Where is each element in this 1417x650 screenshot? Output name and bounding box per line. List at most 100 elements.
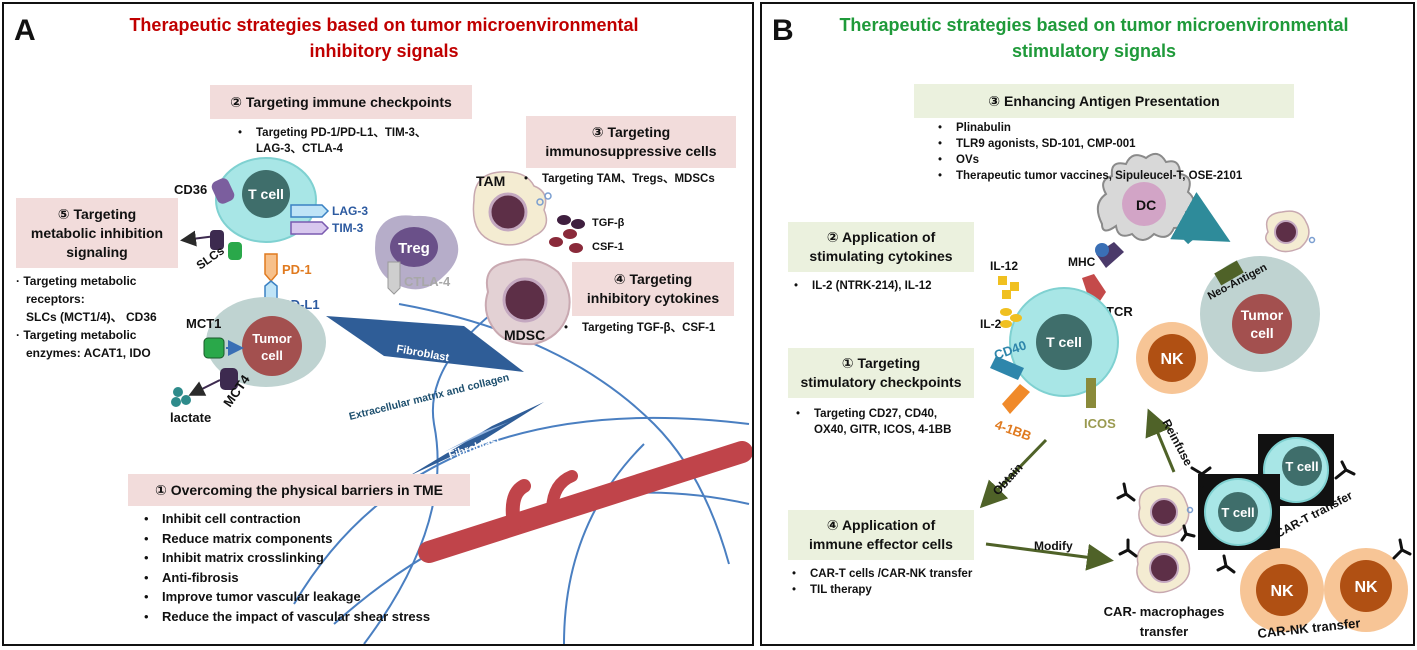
il12-label: IL-12 bbox=[990, 259, 1018, 273]
strategy-a2-list: Targeting PD-1/PD-L1、TIM-3、 LAG-3、CTLA-4 bbox=[234, 125, 426, 157]
strategy-a5-line: receptors: bbox=[26, 292, 85, 306]
strategy-b4-heading-line1: ④ Application of bbox=[826, 517, 936, 533]
strategy-b3-heading: ③ Enhancing Antigen Presentation bbox=[914, 84, 1294, 118]
strategy-b2-heading: ② Application of stimulating cytokines bbox=[788, 222, 974, 272]
strategy-b2-item: IL-2 (NTRK-214), IL-12 bbox=[790, 278, 932, 294]
panel-b-title-line2: stimulatory signals bbox=[1011, 41, 1177, 61]
il12-cytokines: IL-12 bbox=[990, 259, 1019, 299]
mdsc-cell: MDSC bbox=[484, 258, 571, 346]
strategy-a3-item: Targeting TAM、Tregs、MDSCs bbox=[520, 171, 715, 187]
modify-arrow bbox=[985, 542, 1114, 571]
strategy-a5-text: · Targeting metabolic receptors: SLCs (M… bbox=[16, 272, 157, 362]
reinfuse-arrow bbox=[1145, 408, 1176, 473]
mhc-tcr-complex: MHC TCR bbox=[1068, 242, 1133, 319]
mct1-label: MCT1 bbox=[186, 316, 221, 331]
tumor-label: Tumor bbox=[252, 331, 291, 346]
strategy-a5-heading-line3: signaling bbox=[66, 243, 128, 260]
strategy-b1-item: OX40, GITR, ICOS, 4-1BB bbox=[814, 424, 952, 436]
ecm-label: Extracellular matrix and collagen bbox=[348, 371, 511, 422]
slcs-transporter: SLCs bbox=[180, 230, 242, 272]
strategy-a2-heading: ② Targeting immune checkpoints bbox=[210, 85, 472, 119]
strategy-b1-heading-line1: ① Targeting bbox=[841, 355, 921, 371]
car-nk-label-2: NK bbox=[1354, 579, 1378, 596]
panel-b-title-line1: Therapeutic strategies based on tumor mi… bbox=[839, 15, 1349, 35]
car-macrophages: CAR- macrophages transfer bbox=[1104, 482, 1225, 639]
strategy-b3-list: Plinabulin TLR9 agonists, SD-101, CMP-00… bbox=[934, 120, 1242, 184]
car-t-cell-label-2: T cell bbox=[1221, 505, 1254, 520]
modify-label: Modify bbox=[1034, 539, 1073, 553]
lag3-receptor: LAG-3 bbox=[290, 204, 368, 218]
tcr-label: TCR bbox=[1106, 304, 1133, 319]
il2-label: IL-2 bbox=[980, 317, 1002, 331]
lactate-label: lactate bbox=[170, 410, 211, 425]
tim3-receptor: TIM-3 bbox=[290, 221, 364, 235]
reinfuse-label: Reinfuse bbox=[1159, 417, 1195, 469]
icos-label: ICOS bbox=[1084, 416, 1116, 431]
dc-label: DC bbox=[1136, 197, 1156, 213]
tgfb-label: TGF-β bbox=[592, 217, 625, 229]
strategy-b2-list: IL-2 (NTRK-214), IL-12 bbox=[790, 278, 932, 294]
strategy-b1-item: Targeting CD27, CD40, bbox=[792, 406, 951, 422]
strategy-b4-heading-line2: immune effector cells bbox=[809, 536, 953, 552]
ctla4-label: CTLA-4 bbox=[404, 274, 451, 289]
strategy-a5-line-text: Targeting metabolic bbox=[23, 274, 137, 288]
t-cell-a: T cell bbox=[215, 157, 317, 243]
strategy-b2-heading-line1: ② Application of bbox=[826, 229, 936, 245]
strategy-a3-heading: ③ Targeting immunosuppressive cells bbox=[526, 116, 736, 168]
t-cell-label: T cell bbox=[248, 186, 284, 202]
car-t-cell-label-1: T cell bbox=[1285, 459, 1318, 474]
tim3-label: TIM-3 bbox=[332, 221, 364, 235]
strategy-a2-item: Targeting PD-1/PD-L1、TIM-3、 bbox=[234, 125, 426, 141]
strategy-a1-item: Inhibit matrix crosslinking bbox=[140, 548, 430, 568]
dc-tumor-arrow bbox=[1170, 192, 1231, 245]
nk-label: NK bbox=[1160, 351, 1184, 368]
strategy-b3-item: Plinabulin bbox=[934, 120, 1242, 136]
strategy-b3-item: TLR9 agonists, SD-101, CMP-001 bbox=[934, 136, 1242, 152]
fibroblast-2: Fibroblast bbox=[409, 402, 544, 476]
csf1-label: CSF-1 bbox=[592, 241, 624, 253]
strategy-a1-heading: ① Overcoming the physical barriers in TM… bbox=[128, 474, 470, 506]
icos-receptor: ICOS bbox=[1084, 378, 1116, 431]
strategy-a4-heading-line2: inhibitory cytokines bbox=[586, 290, 720, 306]
strategy-a3-list: Targeting TAM、Tregs、MDSCs bbox=[520, 171, 715, 187]
strategy-b4-item: CAR-T cells /CAR-NK transfer bbox=[788, 566, 972, 582]
strategy-b1-heading: ① Targeting stimulatory checkpoints bbox=[788, 348, 974, 398]
cytokine-dots: TGF-β CSF-1 bbox=[549, 215, 625, 253]
blood-vessel bbox=[418, 441, 752, 563]
obtain-label: Obtain bbox=[990, 460, 1026, 498]
strategy-a1-item: Anti-fibrosis bbox=[140, 568, 430, 588]
strategy-a2-item: LAG-3、CTLA-4 bbox=[256, 143, 343, 155]
t-cell-b: T cell bbox=[1009, 287, 1119, 397]
tumor-b-label: Tumor bbox=[1241, 307, 1284, 323]
car-nk-label-1: NK bbox=[1270, 583, 1294, 600]
tam-label: TAM bbox=[476, 173, 505, 189]
strategy-a5-heading-line2: metabolic inhibition bbox=[30, 224, 164, 241]
panel-a-title-line2: inhibitory signals bbox=[309, 41, 459, 61]
strategy-b3-item: OVs bbox=[934, 152, 1242, 168]
il2-cytokines: IL-2 bbox=[980, 308, 1022, 331]
strategy-b1-list: Targeting CD27, CD40, OX40, GITR, ICOS, … bbox=[792, 406, 951, 438]
panel-a-title-line1: Therapeutic strategies based on tumor mi… bbox=[129, 15, 639, 35]
treg-cell: Treg CTLA-4 bbox=[375, 215, 459, 295]
tam-cell: TAM bbox=[472, 171, 552, 246]
t-cell-b-label: T cell bbox=[1046, 334, 1082, 350]
panel-a-artwork: Fibroblast Fibroblast Extracellular matr… bbox=[170, 157, 752, 644]
car-mac-label-line2: transfer bbox=[1140, 624, 1188, 639]
car-mac-label-line1: CAR- macrophages bbox=[1104, 604, 1225, 619]
pd1-receptor: PD-1 bbox=[264, 253, 312, 283]
strategy-a3-heading-line1: ③ Targeting bbox=[591, 124, 671, 140]
strategy-a5-line-text: Targeting metabolic bbox=[23, 328, 137, 342]
strategy-a4-list: Targeting TGF-β、CSF-1 bbox=[560, 320, 715, 336]
strategy-a5-line: · Targeting metabolic bbox=[16, 274, 137, 288]
panel-a: Fibroblast Fibroblast Extracellular matr… bbox=[2, 2, 754, 646]
panel-letter-b: B bbox=[772, 14, 794, 47]
tumor-cell-a: Tumor cell bbox=[206, 297, 326, 387]
panel-letter-a: A bbox=[14, 14, 36, 47]
strategy-a4-heading: ④ Targeting inhibitory cytokines bbox=[572, 262, 734, 316]
panel-b: DC MHC TCR T cell IL-12 IL-2 CD40 bbox=[760, 2, 1415, 646]
strategy-a5-heading: ⑤ Targeting metabolic inhibition signali… bbox=[16, 198, 178, 268]
strategy-a5-line: enzymes: ACAT1, IDO bbox=[26, 346, 151, 360]
mdsc-label: MDSC bbox=[504, 327, 545, 343]
mhc-label: MHC bbox=[1068, 255, 1096, 269]
strategy-b3-item: Therapeutic tumor vaccines, Sipuleucel-T… bbox=[934, 168, 1242, 184]
